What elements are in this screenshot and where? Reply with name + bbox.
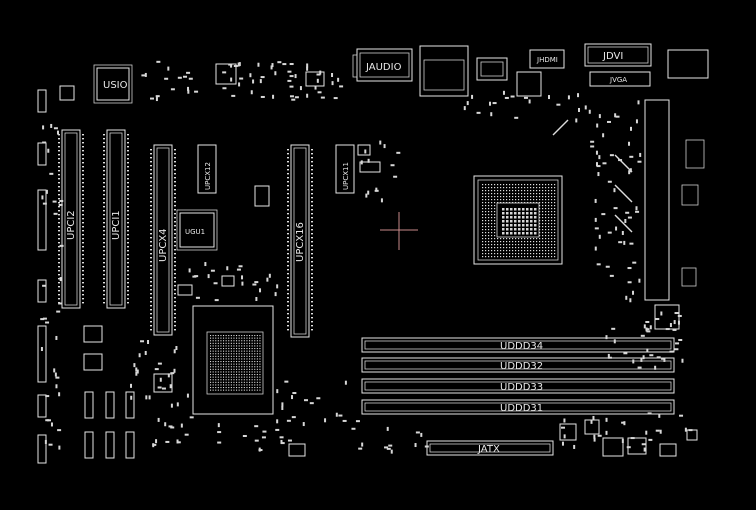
jdvi-label: JDVI: [602, 51, 623, 62]
upcx11-label: UPCX11: [342, 162, 350, 190]
jvga-label: JVGA: [609, 76, 627, 84]
jatx-label: JATX: [477, 444, 500, 455]
top-right-header[interactable]: [667, 49, 709, 79]
uddd32-slot[interactable]: UDDD32: [361, 357, 675, 373]
passive-components: [40, 60, 693, 454]
jatx-connector[interactable]: JATX: [426, 440, 554, 456]
ugu1-chip[interactable]: UGU1: [176, 209, 218, 251]
usio-label: USIO: [103, 80, 128, 91]
cpu-center-pads: [502, 208, 537, 235]
upci2-label: UPCI2: [66, 210, 77, 240]
pch-bga-grid: [210, 335, 261, 391]
upcx12-label: UPCX12: [204, 162, 212, 190]
jhdmi-label: JHDMI: [536, 56, 558, 64]
usio-chip[interactable]: USIO: [93, 64, 133, 104]
jvga-connector[interactable]: JVGA: [589, 71, 651, 87]
ugu1-label: UGU1: [185, 228, 205, 236]
vrm-area: [552, 99, 705, 301]
upcx4-label: UPCX4: [158, 228, 169, 262]
upcx16-slot[interactable]: UPCX16: [290, 144, 310, 338]
cpu-socket[interactable]: [473, 175, 563, 265]
jhdmi-connector[interactable]: JHDMI: [516, 49, 565, 97]
uddd33-label: UDDD33: [500, 382, 543, 393]
lan-usb-connector[interactable]: [419, 45, 469, 97]
upci1-slot[interactable]: UPCI1: [106, 129, 126, 309]
upcx12-slot[interactable]: UPCX12: [197, 144, 217, 194]
upci1-label: UPCI1: [111, 210, 122, 240]
uddd33-slot[interactable]: UDDD33: [361, 378, 675, 394]
uddd31-slot[interactable]: UDDD31: [361, 399, 675, 415]
upcx4-slot[interactable]: UPCX4: [153, 144, 173, 336]
pch-chipset[interactable]: [192, 305, 274, 415]
crosshair-marker: [380, 212, 418, 250]
upci2-slot[interactable]: UPCI2: [61, 129, 81, 309]
upcx11-slot[interactable]: UPCX11: [335, 144, 355, 194]
usb-connector[interactable]: [476, 57, 508, 81]
misc-components: [153, 63, 698, 457]
uddd32-label: UDDD32: [500, 361, 543, 372]
left-headers: [37, 85, 135, 464]
uddd34-slot[interactable]: UDDD34: [361, 337, 675, 353]
jaudio-connector[interactable]: JAUDIO: [352, 48, 413, 82]
jaudio-label: JAUDIO: [365, 62, 402, 73]
uddd34-label: UDDD34: [500, 341, 543, 352]
upcx16-label: UPCX16: [295, 222, 306, 262]
jdvi-connector[interactable]: JDVI: [584, 43, 652, 67]
uddd31-label: UDDD31: [500, 403, 543, 414]
